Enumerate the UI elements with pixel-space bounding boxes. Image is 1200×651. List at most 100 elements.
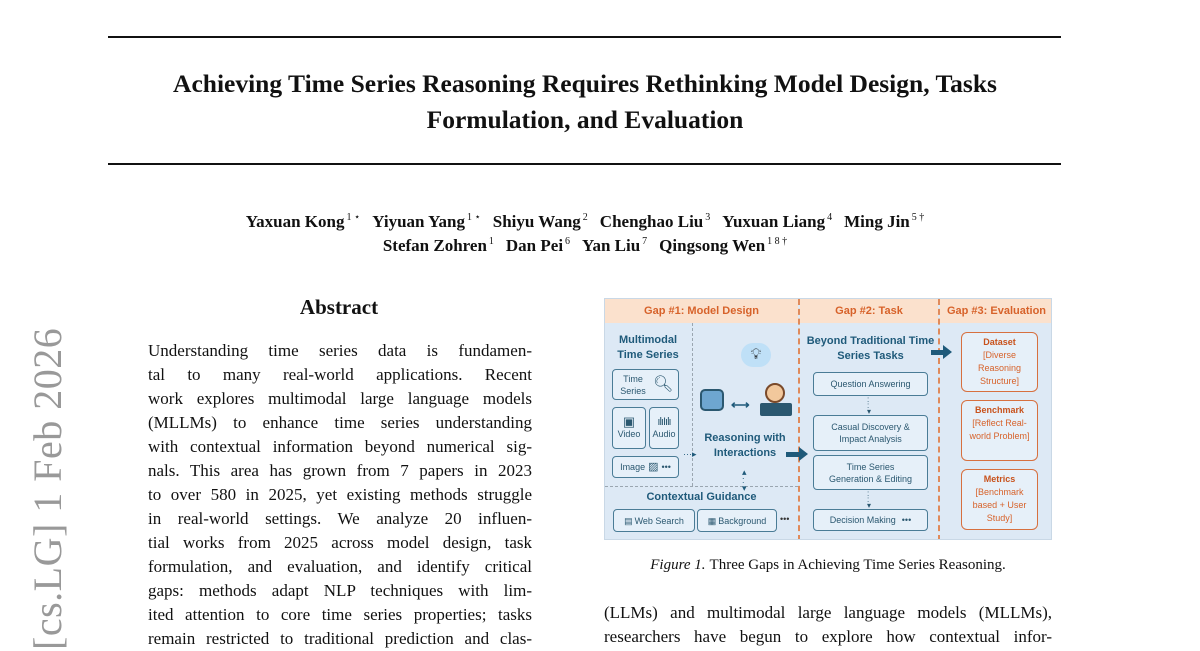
task-box: Decision Making••• <box>813 509 928 531</box>
text-line: tal to many real-world applications. Rec… <box>148 365 532 384</box>
waveform-icon: ılıIılı <box>657 416 671 428</box>
author-name: Shiyu Wang <box>492 212 581 231</box>
desc: [Benchmark based + User Study] <box>972 487 1027 523</box>
dotted-vertical-arrow-icon: ▴:▾ <box>742 467 747 493</box>
author-name: Dan Pei <box>505 236 564 255</box>
person-icon <box>765 383 785 403</box>
author-name: Stefan Zohren <box>382 236 487 255</box>
abstract-heading: Abstract <box>299 295 379 319</box>
text-line: Understanding time series data is fundam… <box>148 341 532 360</box>
gap2-header: Gap #2: Task <box>800 299 938 323</box>
arxiv-side-label: [cs.LG] 1 Feb 2026 <box>25 327 70 650</box>
author-affiliation: 5 † <box>911 212 925 223</box>
caption-label: Figure 1. <box>650 557 706 573</box>
text-line: (MLLMs) to enhance time series understan… <box>148 413 532 432</box>
divider <box>605 486 798 487</box>
image-icon: ▨ <box>648 461 659 473</box>
task-box: Time Series Generation & Editing <box>813 455 928 490</box>
text-line: with contextual information beyond numer… <box>148 437 532 456</box>
author-affiliation: 3 <box>705 212 711 223</box>
label: Image <box>620 462 646 472</box>
time-series-box: Time Series 🔍︎ <box>612 369 679 400</box>
label: Video <box>617 429 641 439</box>
bidirectional-arrow-icon: ⟷ <box>731 397 750 412</box>
author-name: Yan Liu <box>582 236 641 255</box>
label: Time Series <box>620 373 646 396</box>
label: Web Search <box>634 515 684 526</box>
author-affiliation: 7 <box>642 236 648 247</box>
gap1-header: Gap #1: Model Design <box>605 299 798 323</box>
text-line: in real-world settings. We analyze 20 in… <box>148 509 532 528</box>
caption-text: Three Gaps in Achieving Time Series Reas… <box>709 557 1006 573</box>
author-name: Yiyuan Yang <box>372 212 465 231</box>
robot-icon <box>700 389 724 411</box>
reasoning-label: Reasoning with Interactions <box>704 432 786 459</box>
abstract-body: Understanding time series data is fundam… <box>148 339 532 651</box>
video-box: ▣Video <box>612 407 646 449</box>
eval-box-metrics: Metrics [Benchmark based + User Study] <box>961 469 1038 530</box>
dotted-arrow-icon: ::▾ <box>867 395 872 416</box>
label: Benchmark <box>974 405 1025 415</box>
text-line: gaps: methods adapt NLP techniques with … <box>148 581 532 600</box>
arrow-icon <box>931 345 952 359</box>
desc: [Diverse Reasoning Structure] <box>977 350 1022 386</box>
dotted-arrow-icon: ::▾ <box>867 489 872 510</box>
magnifier-chart-icon: 🔍︎ <box>653 375 674 393</box>
text-line: to over 580 in 2025, yet existing method… <box>148 485 532 504</box>
divider <box>938 299 940 539</box>
text-line: (LLMs) and multimodal large language mod… <box>604 603 1052 622</box>
ellipsis: ••• <box>780 514 790 524</box>
text-line: researchers have begun to explore how co… <box>604 627 1052 646</box>
author-affiliation: 1 ⋆ <box>346 212 361 223</box>
right-column-text: (LLMs) and multimodal large language mod… <box>604 601 1052 649</box>
label: Background <box>718 515 767 526</box>
author-name: Chenghao Liu <box>599 212 704 231</box>
web-search-box: ▤Web Search <box>613 509 695 532</box>
figure-caption: Figure 1.Three Gaps in Achieving Time Se… <box>604 557 1052 574</box>
text-line: formulation, and evaluation, and identif… <box>148 557 532 576</box>
laptop-icon <box>760 403 792 416</box>
author-name: Yaxuan Kong <box>245 212 345 231</box>
task-box: Casual Discovery & Impact Analysis <box>813 415 928 451</box>
author-affiliation: 1 ⋆ <box>466 212 481 223</box>
label: Metrics <box>983 474 1016 484</box>
title-bottom-rule <box>108 163 1061 165</box>
author-name: Ming Jin <box>844 212 910 231</box>
text-line: remain restricted to traditional predict… <box>148 629 532 648</box>
label: Audio <box>652 429 676 439</box>
author-name: Yuxuan Liang <box>722 212 826 231</box>
background-box: ▦Background <box>697 509 777 532</box>
eval-box-dataset: Dataset [Diverse Reasoning Structure] <box>961 332 1038 392</box>
arrow-icon <box>786 447 808 461</box>
text-line: ited attention to core time series prope… <box>148 605 532 624</box>
paper-title: Achieving Time Series Reasoning Requires… <box>100 66 1070 138</box>
text-line: work explores multimodal large language … <box>148 389 532 408</box>
text-line: nals. This area has grown from 7 papers … <box>148 461 532 480</box>
lightbulb-icon: 💡︎ <box>741 343 771 367</box>
figure-1: Gap #1: Model Design Gap #2: Task Gap #3… <box>604 298 1052 540</box>
author-affiliation: 6 <box>565 236 571 247</box>
multimodal-title: Multimodal Time Series <box>617 334 679 361</box>
beyond-tasks-title: Beyond Traditional Time Series Tasks <box>806 335 935 362</box>
contextual-guidance-label: Contextual Guidance <box>646 491 757 503</box>
text-line: tial works from 2025 across model design… <box>148 533 532 552</box>
gap3-header: Gap #3: Evaluation <box>940 299 1051 323</box>
label: Decision Making <box>829 515 896 525</box>
ellipsis: ••• <box>661 462 671 472</box>
label: Dataset <box>983 337 1016 347</box>
title-line: Achieving Time Series Reasoning Requires… <box>173 69 997 98</box>
top-rule <box>108 36 1061 38</box>
background-icon: ▦ <box>707 515 717 526</box>
task-box: Question Answering <box>813 372 928 396</box>
